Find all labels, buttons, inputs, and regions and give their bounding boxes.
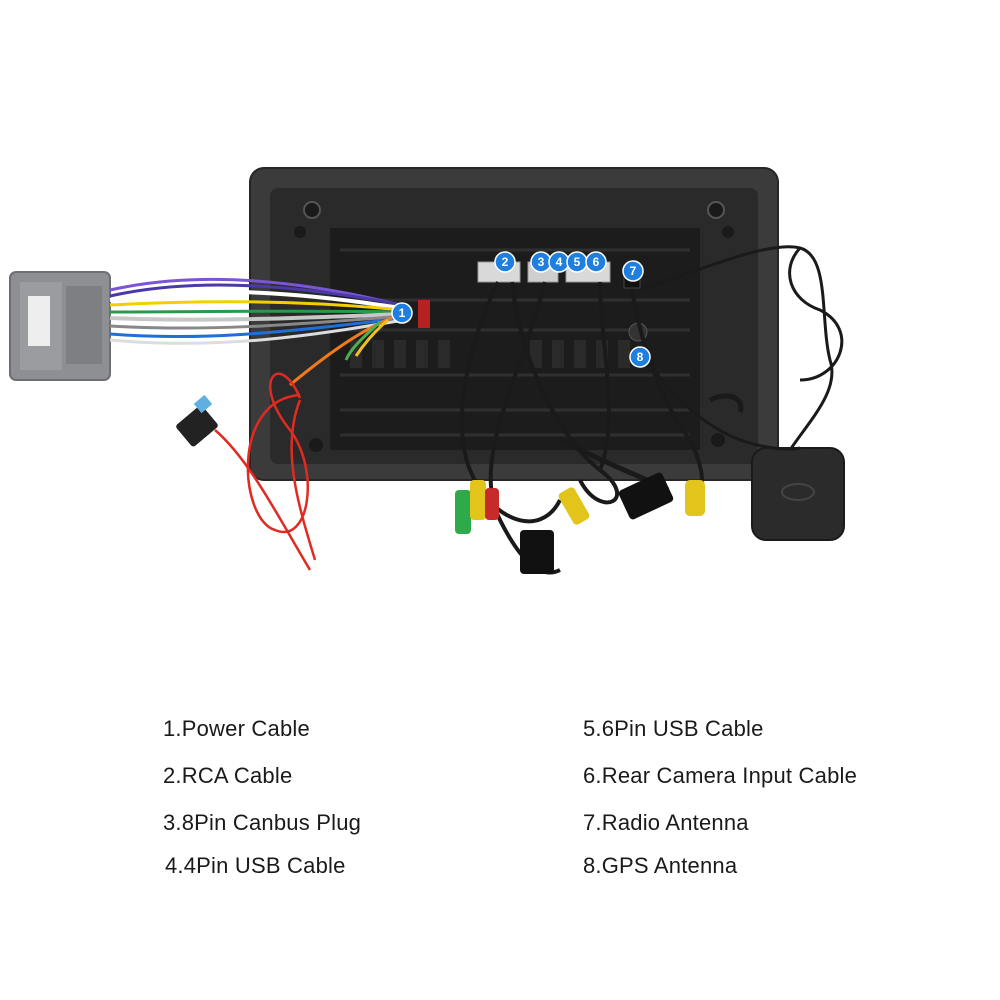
legend-item-power-cable: 1.Power Cable [163,716,310,741]
badge-6: 6 [585,251,607,273]
legend-item-4pin-usb: 4.4Pin USB Cable [165,853,346,878]
badge-3: 3 [530,251,552,273]
legend-item-canbus-plug: 3.8Pin Canbus Plug [163,810,362,835]
head-unit [249,167,779,481]
harness-plug [9,271,111,381]
badge-2: 2 [494,251,516,273]
legend-item-radio-antenna: 7.Radio Antenna [583,810,749,835]
badge-5-label: 5 [574,255,581,269]
rca-plugs [455,480,705,534]
badge-4-label: 4 [556,255,563,269]
badge-2-label: 2 [502,255,509,269]
badge-8: 8 [629,346,651,368]
product-photo: 1 2 3 4 5 6 7 8 [9,167,845,575]
badge-4: 4 [548,251,570,273]
legend-item-6pin-usb: 5.6Pin USB Cable [583,716,764,741]
badge-7-label: 7 [630,264,637,278]
wire-bundle [109,277,405,387]
legend-item-rca-cable: 2.RCA Cable [163,763,293,788]
badge-3-label: 3 [538,255,545,269]
legend-item-gps-antenna: 8.GPS Antenna [583,853,738,878]
badge-1-label: 1 [399,306,406,320]
radio-antenna-cable [639,245,844,451]
badge-1: 1 [391,302,413,324]
badge-8-label: 8 [637,350,644,364]
badge-6-label: 6 [593,255,600,269]
gps-antenna [751,447,845,541]
badge-5: 5 [566,251,588,273]
power-lead [176,372,317,571]
badge-7: 7 [622,260,644,282]
gps-lead [638,349,801,451]
usb-plugs [520,472,674,574]
legend-item-rear-camera: 6.Rear Camera Input Cable [583,763,858,788]
